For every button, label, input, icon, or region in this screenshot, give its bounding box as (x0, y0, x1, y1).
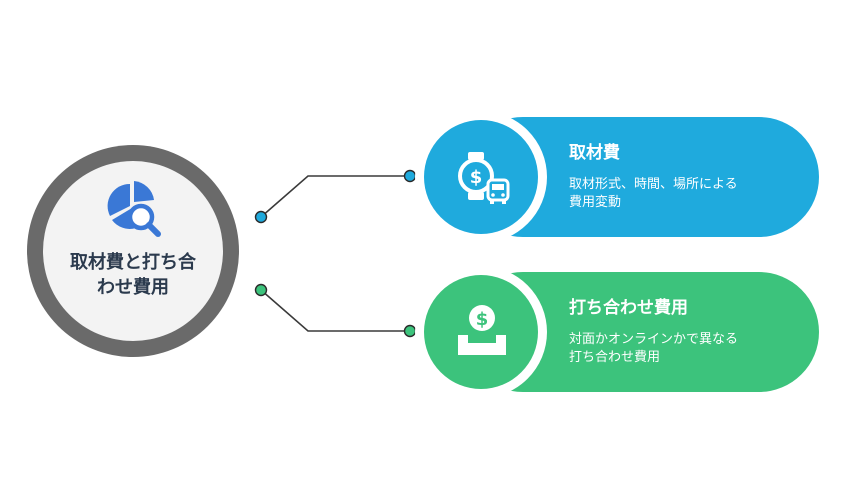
pie-chart-search-icon (107, 181, 161, 237)
svg-text:$: $ (476, 309, 489, 330)
connector-top (260, 175, 410, 218)
card-meeting-fee-desc-line1: 対面かオンラインかで異なる (569, 332, 739, 347)
card-interview-fee-description: 取材形式、時間、場所による 費用変動 (569, 176, 779, 212)
card-meeting-fee-desc-line2: 打ち合わせ費用 (569, 350, 661, 365)
hub-title-line1: 取材費と打ち合 (70, 252, 196, 273)
card-meeting-fee-icon-circle (424, 275, 538, 389)
card-interview-fee-title: 取材費 (569, 143, 620, 163)
connector-bottom (260, 289, 410, 332)
connector-dot-hub-top (254, 210, 268, 224)
watch-dollar-bus-icon: $ (458, 152, 510, 204)
card-interview-fee-icon-circle (424, 120, 538, 234)
hub-title-line2: わせ費用 (97, 277, 169, 298)
hub-circle (43, 161, 223, 341)
card-meeting-fee-title: 打ち合わせ費用 (569, 298, 688, 318)
card-interview-fee-desc-line1: 取材形式、時間、場所による (569, 177, 738, 192)
connector-dot-card2 (403, 324, 417, 338)
connector-dot-card1 (403, 169, 417, 183)
dollar-inbox-icon: $ (458, 305, 506, 355)
card-interview-fee-desc-line2: 費用変動 (569, 195, 622, 210)
card-meeting-fee-description: 対面かオンラインかで異なる 打ち合わせ費用 (569, 331, 779, 367)
connector-dot-hub-bottom (254, 283, 268, 297)
svg-text:$: $ (470, 167, 483, 188)
hub-title: 取材費と打ち合 わせ費用 (53, 250, 213, 300)
